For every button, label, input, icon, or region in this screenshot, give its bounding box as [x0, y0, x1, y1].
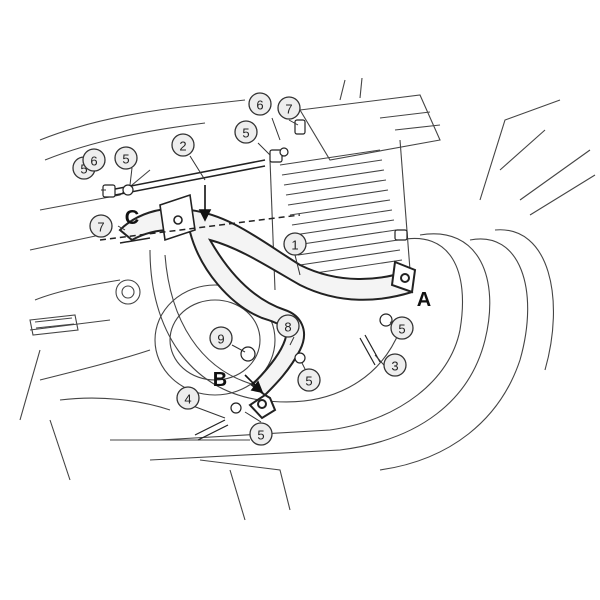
bracket-c	[159, 193, 196, 242]
callout-4: 4	[176, 386, 200, 410]
callout-circle	[383, 353, 407, 377]
install-arrows	[198, 185, 264, 394]
callout-5: 5	[234, 120, 258, 144]
mount-point-letter-c: C	[125, 207, 139, 229]
callout-circle	[82, 148, 106, 172]
hardware	[102, 119, 408, 441]
callout-number: 5	[122, 152, 129, 167]
callout-7: 7	[89, 214, 113, 238]
callout-number: 7	[285, 102, 292, 117]
callout-number: 9	[217, 332, 224, 347]
callout-2: 2	[171, 133, 195, 157]
callout-number: 1	[291, 238, 298, 253]
callout-5: 5	[390, 316, 414, 340]
callout-circle	[283, 232, 307, 256]
callout-number: 5	[305, 374, 312, 389]
letter-layer: A B C	[125, 207, 431, 391]
callout-circle	[248, 92, 272, 116]
callout-number: 2	[179, 139, 186, 154]
callout-circle	[249, 422, 273, 446]
callout-5: 5	[114, 146, 138, 170]
callout-number: 8	[284, 320, 291, 335]
callout-6: 6	[248, 92, 272, 116]
callout-circle	[176, 386, 200, 410]
callout-circle	[277, 96, 301, 120]
callout-number: 5	[242, 126, 249, 141]
callout-circle	[209, 326, 233, 350]
crash-bar	[118, 207, 417, 420]
callout-number: 6	[90, 154, 97, 169]
callout-number: 5	[80, 162, 87, 177]
callout-circle	[89, 214, 113, 238]
callout-number: 7	[97, 220, 104, 235]
callout-1: 1	[283, 232, 307, 256]
callout-9: 9	[209, 326, 233, 350]
long-bolt	[99, 159, 301, 244]
callout-circle	[390, 316, 414, 340]
callout-5: 5	[249, 422, 273, 446]
engine-sketch	[19, 77, 596, 521]
callout-number: 6	[256, 98, 263, 113]
callout-8: 8	[276, 314, 300, 338]
callout-5: 5	[297, 368, 321, 392]
mount-point-letter-a: A	[417, 289, 431, 311]
mount-point-letter-b: B	[213, 369, 227, 391]
callout-circle	[234, 120, 258, 144]
callout-7: 7	[277, 96, 301, 120]
callout-circle	[171, 133, 195, 157]
callout-number: 3	[391, 359, 398, 374]
callout-3: 3	[383, 353, 407, 377]
callout-circle	[114, 146, 138, 170]
callout-number: 4	[184, 392, 191, 407]
callout-number: 5	[257, 428, 264, 443]
callout-circle	[276, 314, 300, 338]
callout-circle	[297, 368, 321, 392]
callout-number: 5	[398, 322, 405, 337]
callout-6: 6	[82, 148, 106, 172]
